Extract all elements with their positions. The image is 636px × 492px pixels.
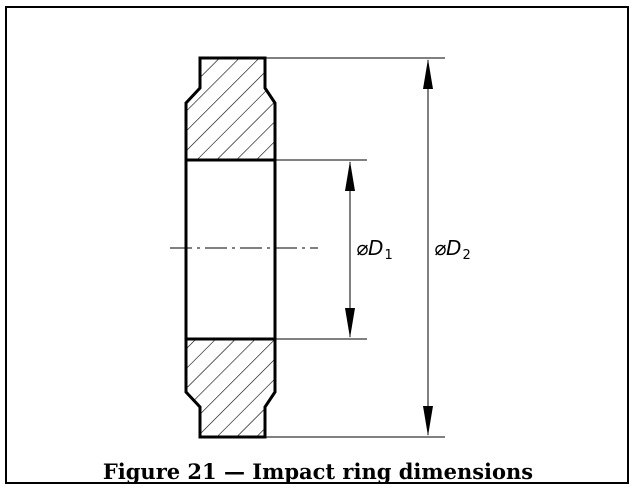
- ring-upper-section: [184, 56, 277, 162]
- arrow-d1-bottom: [345, 308, 355, 338]
- arrow-d1-top: [345, 161, 355, 191]
- figure-caption: Figure 21 — Impact ring dimensions: [102, 459, 534, 484]
- dimension-label-d1: ⌀D1: [356, 236, 393, 263]
- figure-frame: [5, 6, 629, 484]
- arrow-d2-bottom: [423, 406, 433, 436]
- arrow-d2-top: [423, 59, 433, 89]
- dimension-label-d2: ⌀D2: [434, 236, 471, 263]
- ring-lower-section: [184, 337, 277, 439]
